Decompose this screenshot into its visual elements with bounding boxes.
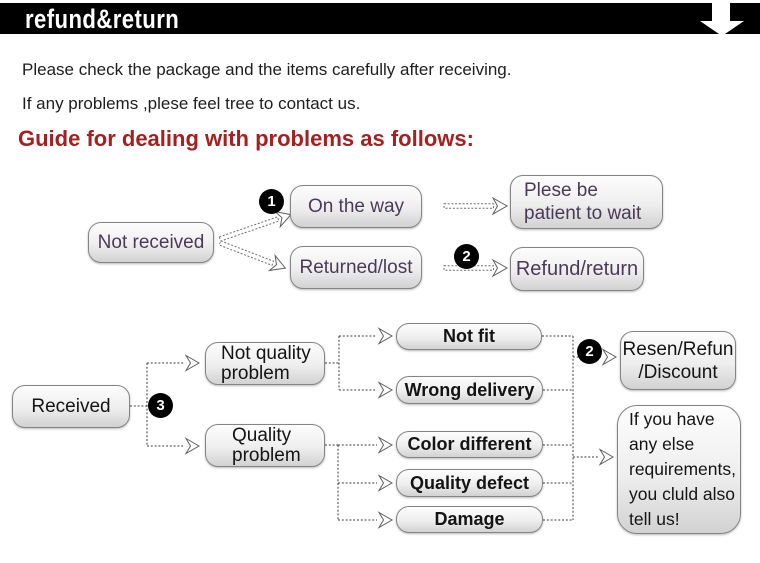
node-label-line: Resen/Refun [622, 338, 734, 360]
node-label-line: requirements, [629, 459, 736, 479]
node-label-line: /Discount [638, 361, 718, 383]
node-label-line: tell us! [629, 509, 680, 529]
intro-line-2: If any problems ,plese feel tree to cont… [22, 94, 361, 113]
node-label-line: patient to wait [524, 203, 642, 224]
node-damage: Damage [396, 506, 543, 533]
node-wrong-delivery: Wrong delivery [396, 376, 543, 404]
page-title: refund&return [25, 4, 180, 34]
node-not-quality-problem: Not quality problem [205, 342, 325, 385]
node-received: Received [12, 385, 130, 428]
step-badge-2: 2 [454, 244, 479, 269]
node-label-line: Plese be [524, 180, 598, 201]
intro-line-1: Please check the package and the items c… [22, 60, 512, 79]
node-not-received: Not received [88, 222, 214, 263]
node-label: Damage [434, 509, 505, 529]
node-label-line: Not quality [221, 342, 311, 364]
node-label: Received [31, 396, 111, 417]
node-resend-refund-discount: Resen/Refun /Discount [620, 331, 736, 390]
step-badge-2b: 2 [577, 339, 602, 364]
down-arrow-icon [700, 0, 744, 36]
step-badge-1: 1 [259, 189, 284, 214]
node-color-different: Color different [396, 431, 543, 458]
node-label: Returned/lost [299, 257, 413, 278]
node-not-fit: Not fit [396, 323, 542, 350]
node-label: Wrong delivery [404, 379, 535, 400]
node-label: On the way [307, 196, 405, 217]
node-label: Refund/return [515, 257, 639, 280]
node-label: Quality defect [409, 472, 530, 493]
node-returned-lost: Returned/lost [290, 246, 422, 289]
header-bar: refund&return [0, 3, 760, 34]
guide-heading: Guide for dealing with problems as follo… [18, 126, 474, 151]
node-refund-return: Refund/return [510, 247, 644, 291]
node-label-line: Quality [232, 424, 292, 446]
node-other-requirements: If you have any else requirements, you c… [617, 405, 741, 534]
node-patient-to-wait: Plese be patient to wait [510, 175, 663, 229]
node-quality-defect: Quality defect [396, 469, 543, 497]
node-label-line: problem [221, 362, 290, 384]
node-label: Not received [97, 232, 205, 253]
node-label: Not fit [443, 326, 495, 346]
node-label-line: problem [232, 444, 301, 466]
node-label-line: any else [629, 434, 695, 454]
step-badge-3: 3 [148, 393, 173, 418]
node-quality-problem: Quality problem [205, 424, 325, 467]
node-label-line: If you have [629, 409, 715, 429]
node-on-the-way: On the way [290, 185, 422, 228]
node-label-line: you cluld also [629, 484, 736, 504]
node-label: Color different [407, 434, 532, 454]
